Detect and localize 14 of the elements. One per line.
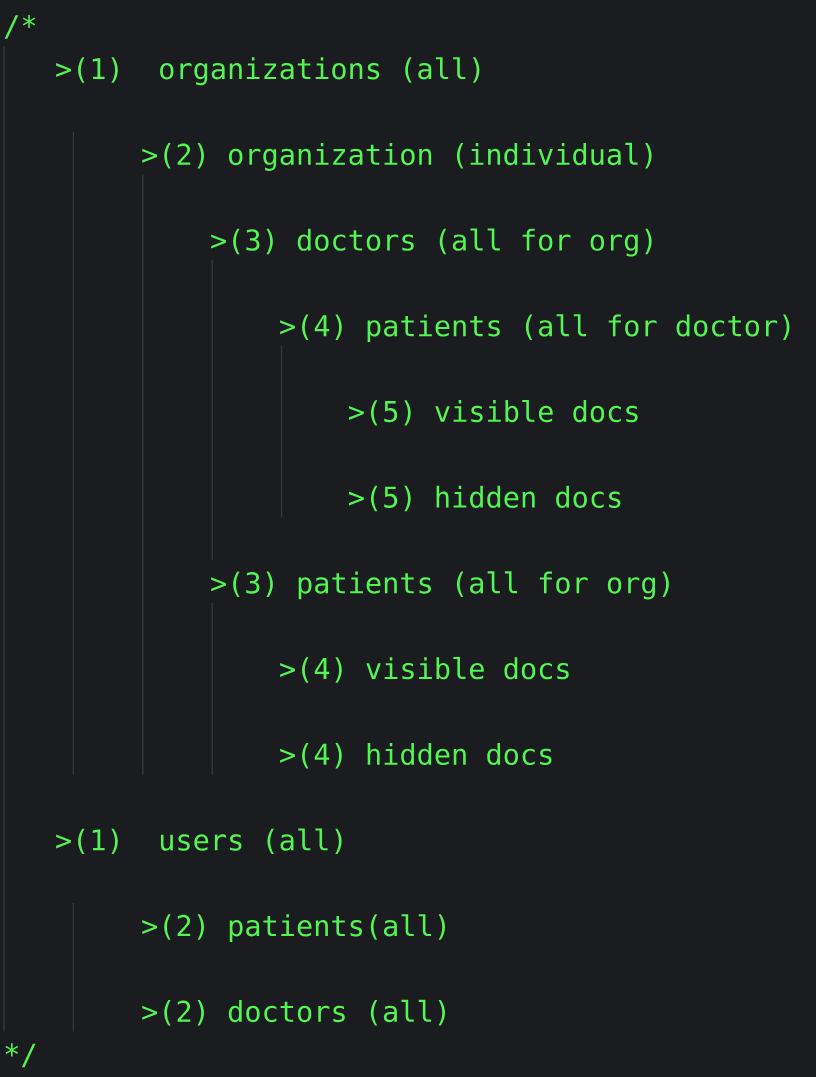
tree-item: >(2) organization (individual) — [142, 142, 652, 171]
comment-marker: */ — [5, 1043, 36, 1068]
tree-item: >(3) patients (all for org) — [211, 571, 669, 600]
tree-item: >(4) patients (all for doctor) — [280, 314, 790, 343]
tree-item: >(2) doctors (all) — [142, 999, 445, 1026]
tree-item: >(4) hidden docs — [280, 742, 552, 769]
comment-marker: /* — [4, 15, 36, 39]
tree-item: >(4) visible docs — [280, 657, 569, 683]
tree-item: >(5) hidden docs — [349, 485, 621, 512]
tree-item: >(1) users (all) — [56, 828, 342, 855]
tree-item: >(2) patients(all) — [142, 914, 445, 942]
tree-item: >(3) doctors (all for org) — [211, 228, 652, 257]
tree-item: >(1) organizations (all) — [56, 57, 480, 86]
tree-item: >(5) visible docs — [349, 399, 638, 426]
